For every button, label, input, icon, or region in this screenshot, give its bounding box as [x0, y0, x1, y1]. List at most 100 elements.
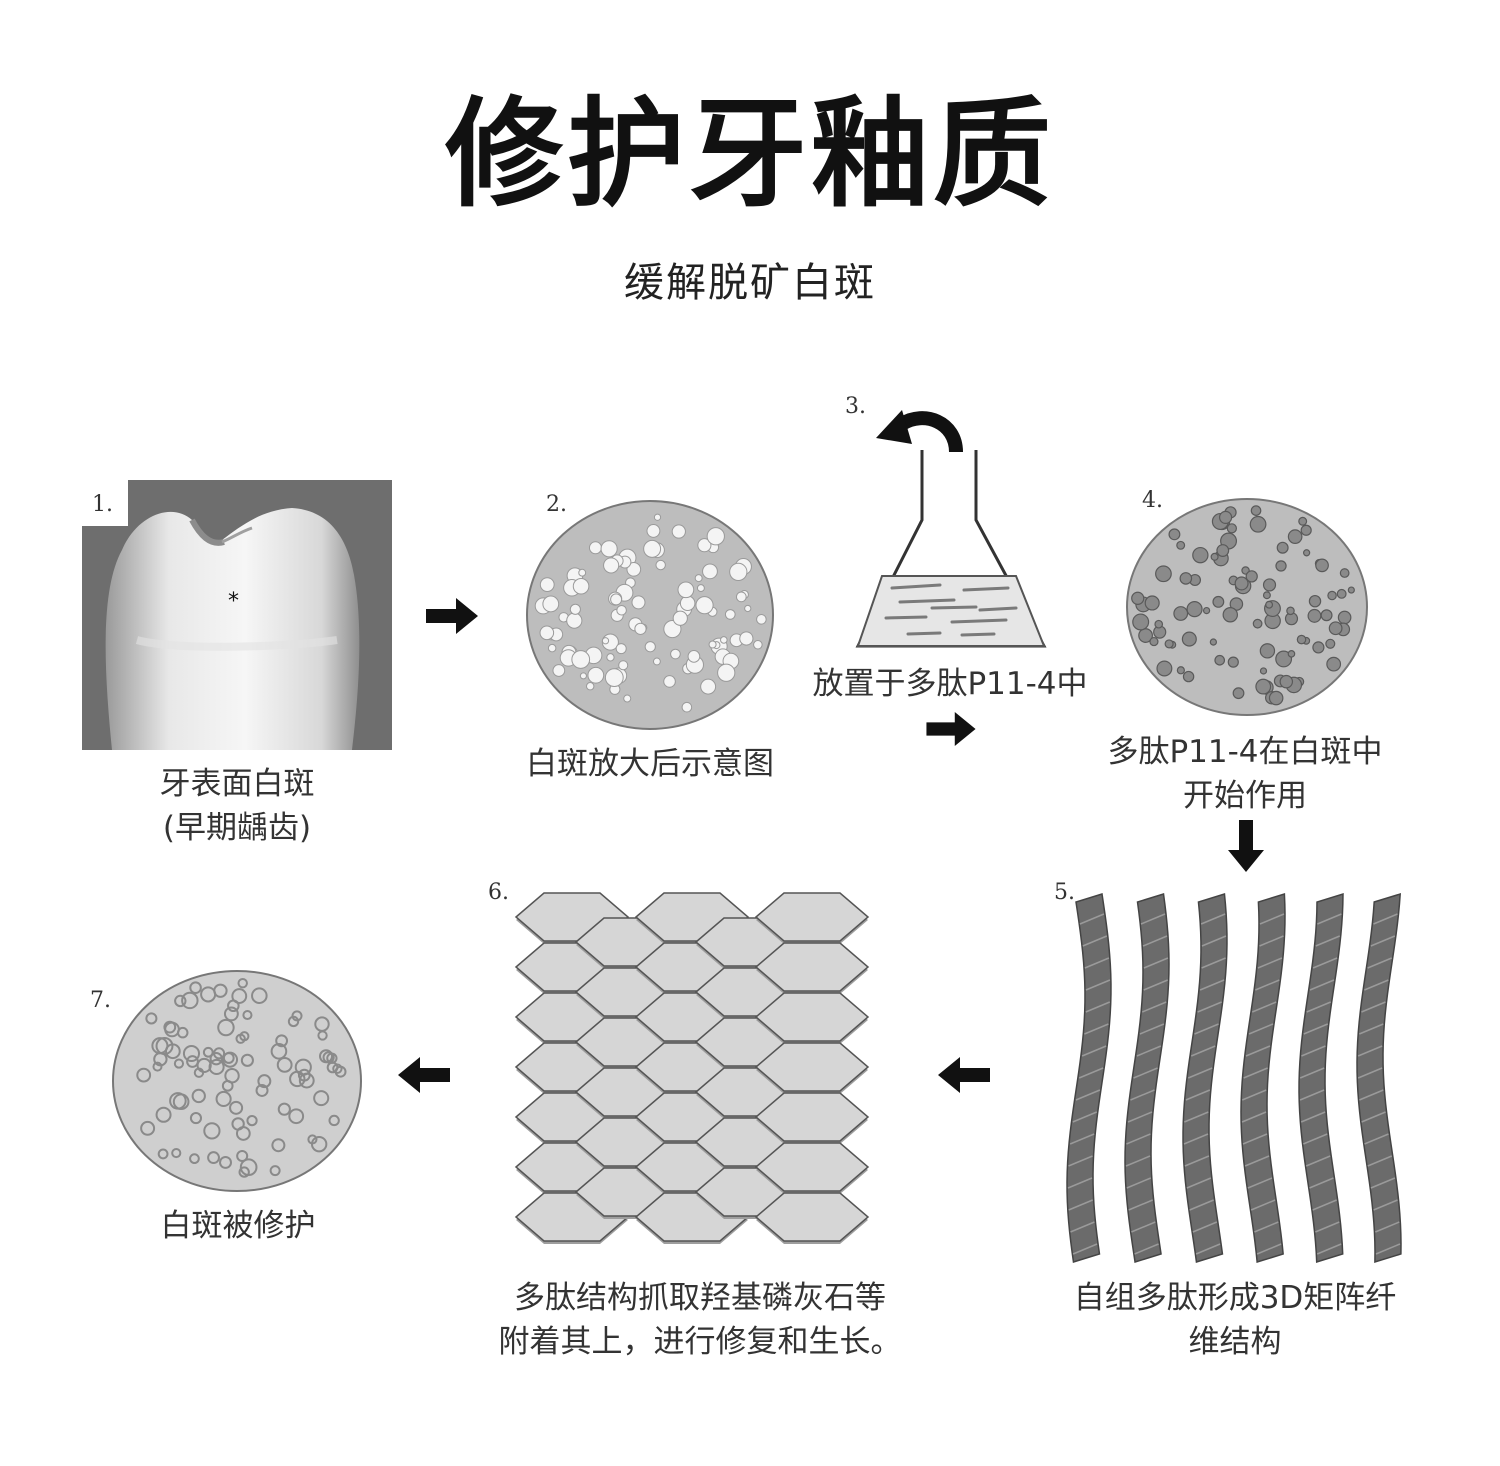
spot — [202, 1046, 214, 1058]
fiber-stripe — [1241, 1111, 1267, 1123]
spot — [1227, 656, 1239, 668]
spot — [213, 983, 228, 998]
spot — [626, 562, 642, 577]
spot — [152, 1061, 163, 1072]
fiber-stripe — [1069, 1133, 1095, 1145]
spot — [313, 1090, 330, 1107]
fiber-stripe — [1125, 1155, 1151, 1167]
spot — [1268, 690, 1284, 706]
spot — [663, 675, 676, 688]
spot — [153, 1052, 168, 1067]
spot — [294, 1058, 312, 1076]
spot — [610, 593, 623, 606]
fiber-stripe — [1082, 935, 1108, 947]
spot — [539, 577, 555, 593]
spot — [585, 682, 595, 691]
step-5-caption-line-2: 维结构 — [1188, 1324, 1282, 1360]
spot — [1168, 528, 1181, 541]
fiber-stripe — [1070, 1221, 1095, 1233]
spot — [1286, 606, 1295, 616]
arrow-left-icon — [398, 1057, 450, 1093]
spot — [237, 977, 248, 989]
spot — [182, 1044, 201, 1063]
fiber-stripe — [1201, 957, 1226, 969]
fiber-stripe — [1247, 1177, 1273, 1189]
spot — [288, 1108, 305, 1125]
fiber-stripe — [1128, 1199, 1153, 1211]
fiber-stripe — [1068, 1199, 1093, 1211]
spot — [1234, 576, 1249, 591]
fiber-stripe — [1184, 1155, 1210, 1167]
fiber-stripe — [1131, 1221, 1156, 1233]
spot — [238, 1166, 250, 1178]
step-4-caption-line-1: 多肽P11-4在白斑中 — [1107, 734, 1383, 770]
hexagon-lattice — [514, 892, 870, 1244]
spot — [601, 637, 610, 645]
spot — [735, 591, 747, 603]
fiber-stripe — [1375, 1221, 1400, 1233]
step-7-number: 7. — [90, 988, 111, 1013]
fiber-stripe — [1370, 1177, 1396, 1189]
spot — [1320, 609, 1333, 622]
spot — [1327, 590, 1337, 601]
spot — [1259, 667, 1268, 675]
spot — [616, 605, 627, 616]
spot — [276, 1056, 293, 1073]
fiber-stripe — [1373, 1199, 1398, 1211]
fiber-stripe — [1194, 1023, 1219, 1035]
spot — [213, 1047, 226, 1060]
fiber-stripe — [1141, 1001, 1167, 1013]
fiber-stripe — [1133, 1067, 1158, 1079]
spot — [1300, 524, 1312, 536]
spot — [1312, 641, 1325, 654]
spot — [328, 1114, 340, 1127]
spot — [189, 1112, 203, 1125]
fiber-stripe — [1303, 1023, 1329, 1035]
step-1-caption: 牙表面白斑 (早期龋齿) — [112, 762, 362, 850]
fiber-stripe — [1254, 1221, 1279, 1233]
spot — [1186, 601, 1203, 618]
fiber-stripe — [1306, 1001, 1331, 1013]
spot — [1315, 558, 1329, 573]
spot — [236, 1150, 249, 1163]
fiber-stripe — [1300, 1111, 1326, 1123]
spot — [1209, 638, 1218, 646]
spot — [631, 595, 646, 610]
spot — [1214, 654, 1226, 666]
fiber — [1066, 893, 1112, 1263]
spot — [224, 1068, 240, 1084]
spot — [542, 595, 560, 613]
fiber-stripe — [1316, 1243, 1342, 1255]
spot — [578, 568, 587, 577]
step-7-caption: 白斑被修护 — [160, 1208, 316, 1244]
hexagon — [754, 1092, 870, 1142]
step-5-caption: 自组多肽形成3D矩阵纤 维结构 — [1050, 1276, 1420, 1364]
step-4-caption: 多肽P11-4在白斑中 开始作用 — [1090, 730, 1400, 818]
spot — [615, 643, 627, 655]
spot — [623, 694, 632, 703]
fiber-stripe — [1364, 979, 1389, 991]
spot — [1144, 595, 1160, 611]
spot — [671, 524, 686, 539]
spot — [1307, 608, 1322, 623]
spot — [208, 1058, 225, 1075]
tooth-photo: * — [82, 480, 392, 750]
spot — [670, 648, 681, 660]
spot — [566, 612, 583, 629]
spot — [1210, 552, 1219, 561]
step-5-number: 5. — [1054, 880, 1075, 905]
fiber-stripe — [1139, 1023, 1165, 1035]
spot — [1250, 505, 1262, 516]
spot — [203, 1122, 221, 1140]
spot — [1287, 529, 1303, 544]
spot — [1149, 636, 1159, 647]
spot — [176, 1026, 189, 1039]
spot — [634, 622, 647, 635]
spot — [1182, 670, 1195, 683]
fiber-stripe — [1315, 1221, 1340, 1233]
spot — [269, 1165, 281, 1177]
spot — [572, 577, 590, 595]
spot — [163, 1020, 177, 1034]
spot — [646, 523, 661, 538]
spot — [1298, 516, 1308, 526]
